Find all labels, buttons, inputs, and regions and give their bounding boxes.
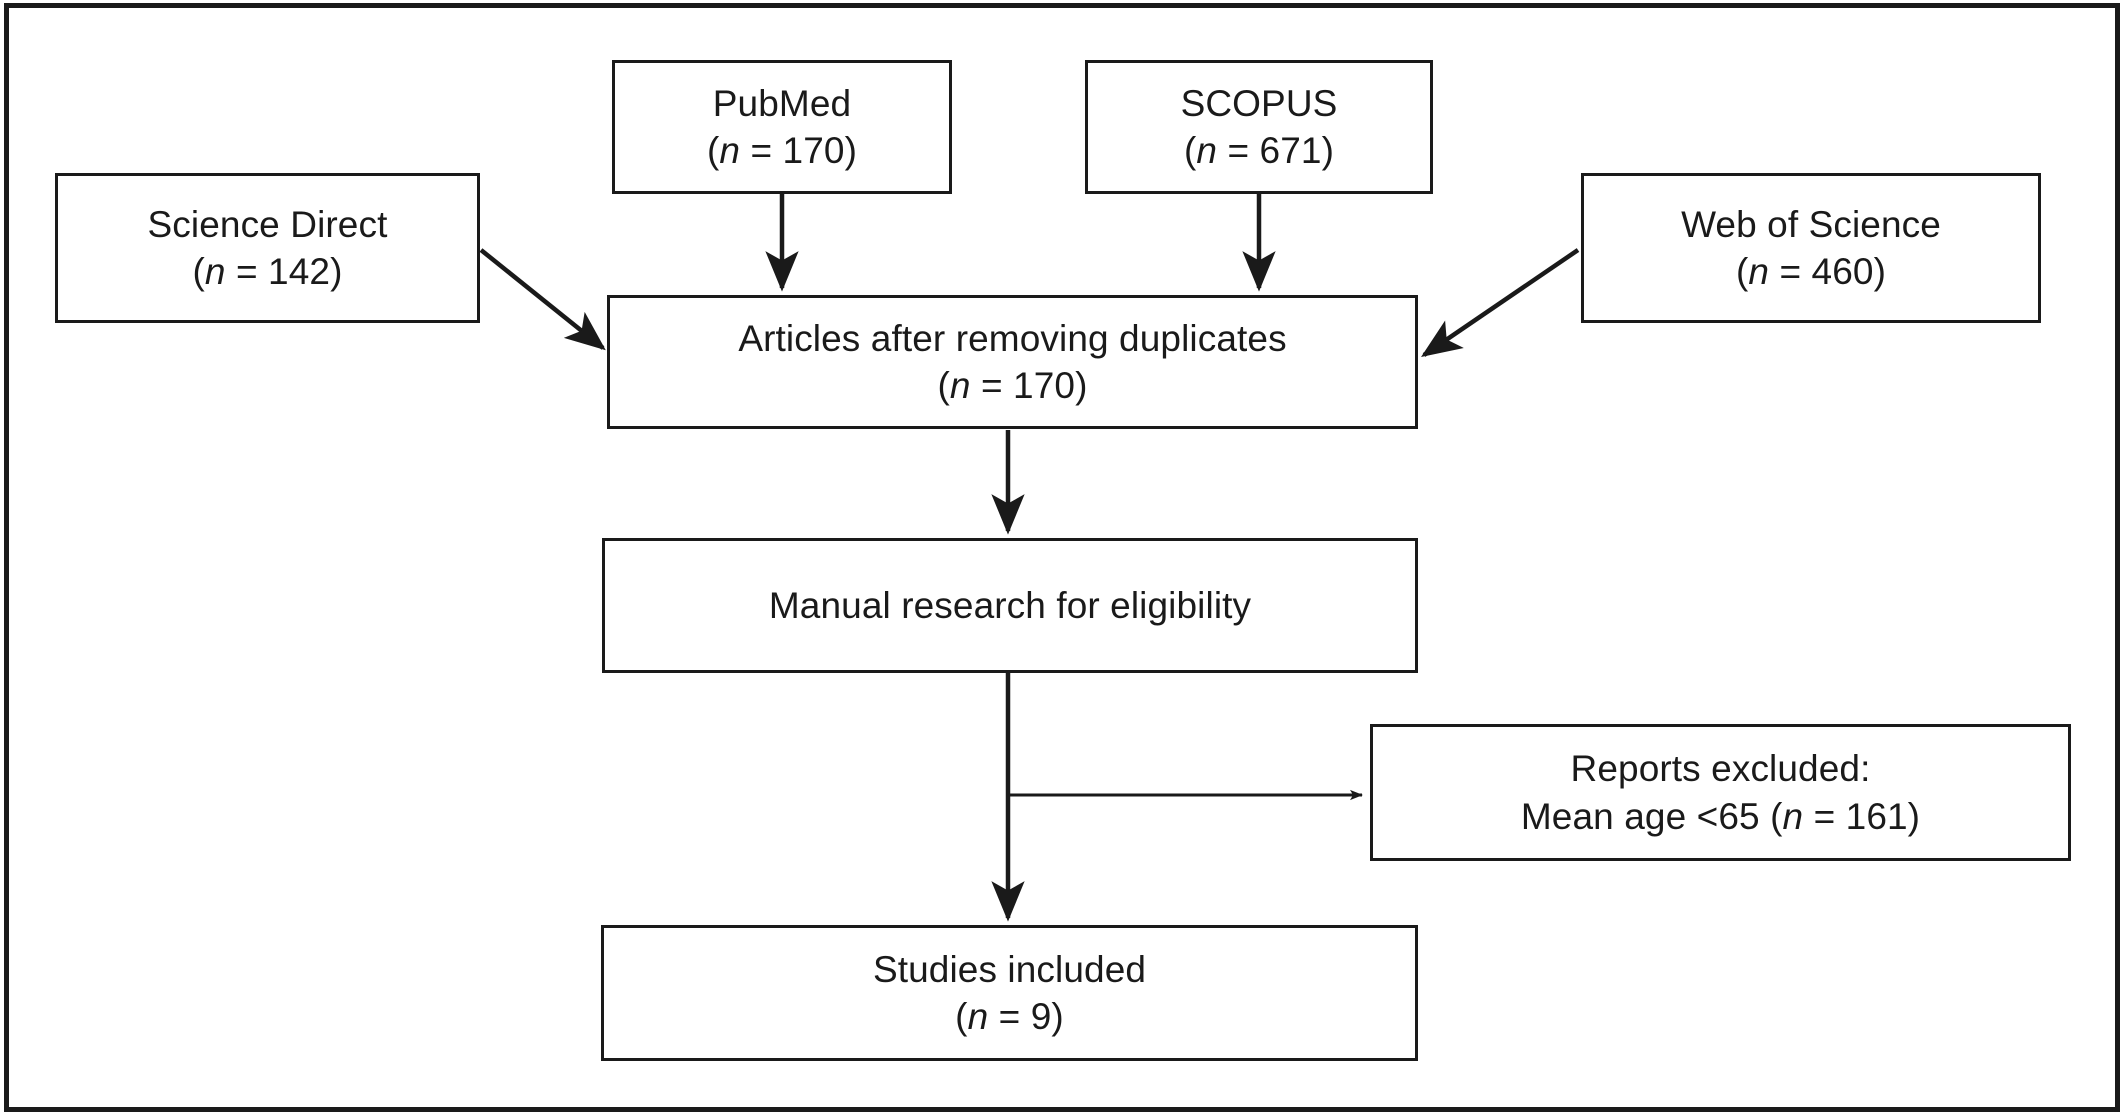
node-studies-included: Studies included (n = 9) [601, 925, 1418, 1061]
node-manual-research-for-eligibility: Manual research for eligibility [602, 538, 1418, 673]
node-pubmed-title: PubMed [712, 82, 852, 124]
node-scopus: SCOPUS (n = 671) [1085, 60, 1433, 194]
node-included-count: (n = 9) [955, 996, 1064, 1037]
node-pubmed-count: (n = 170) [706, 130, 858, 171]
node-reports-excluded: Reports excluded: Mean age <65 (n = 161) [1370, 724, 2071, 861]
node-scopus-title: SCOPUS [1180, 82, 1338, 124]
node-science-direct-title: Science Direct [147, 203, 388, 245]
node-pubmed: PubMed (n = 170) [612, 60, 952, 194]
node-scopus-count: (n = 671) [1183, 130, 1335, 171]
node-duplicates-title: Articles after removing duplicates [738, 317, 1287, 359]
node-web-of-science-title: Web of Science [1681, 203, 1941, 245]
node-excluded-reason: Mean age <65 (n = 161) [1520, 795, 1921, 837]
node-web-of-science: Web of Science (n = 460) [1581, 173, 2041, 323]
node-science-direct: Science Direct (n = 142) [55, 173, 480, 323]
node-duplicates-count: (n = 170) [937, 365, 1088, 406]
node-articles-after-removing-duplicates: Articles after removing duplicates (n = … [607, 295, 1418, 429]
node-science-direct-count: (n = 142) [192, 251, 343, 292]
node-excluded-title: Reports excluded: [1570, 748, 1871, 790]
node-web-of-science-count: (n = 460) [1735, 251, 1887, 292]
node-included-title: Studies included [872, 948, 1147, 990]
node-manual-title: Manual research for eligibility [768, 584, 1252, 626]
